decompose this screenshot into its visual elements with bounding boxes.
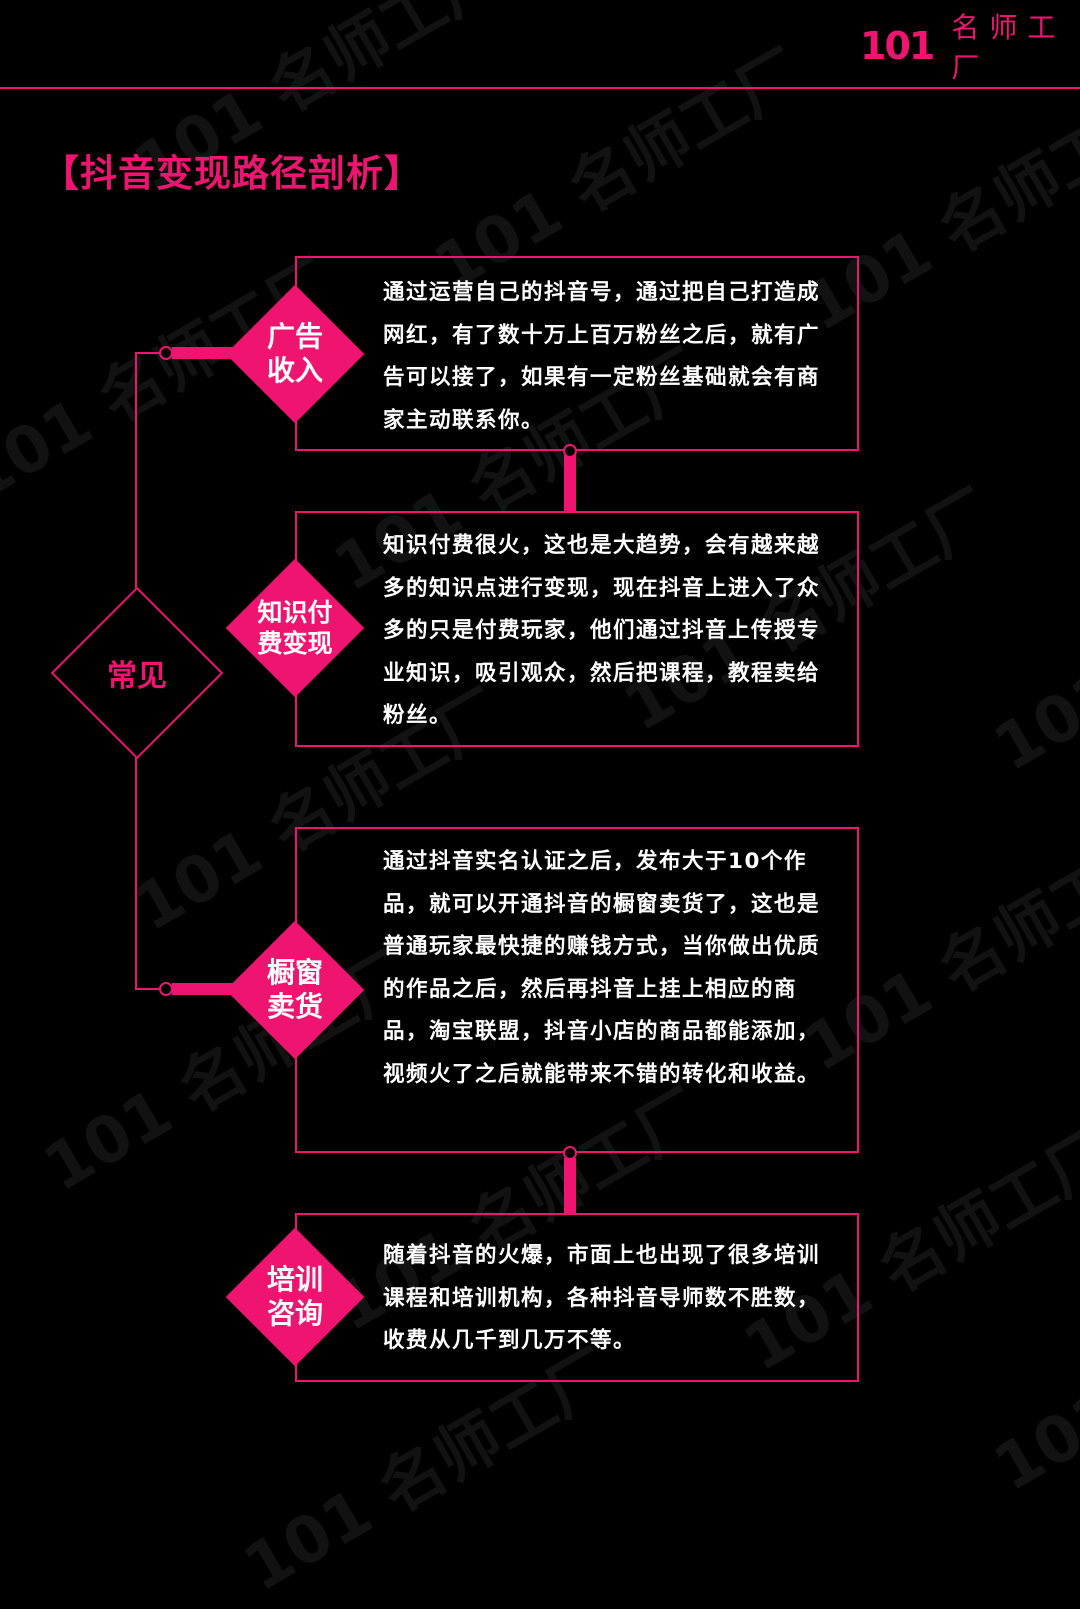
- trunk-line-upper: [135, 353, 137, 589]
- branch-line: [135, 988, 161, 990]
- logo-number: 101: [860, 24, 935, 68]
- path-description: 随着抖音的火爆，市面上也出现了很多培训课程和培训机构，各种抖音导师数不胜数，收费…: [383, 1243, 821, 1353]
- logo-name: 名师工厂: [951, 11, 1066, 84]
- branch-line: [135, 352, 161, 354]
- path-description: 知识付费很火，这也是大趋势，会有越来越多的知识点进行变现，现在抖音上进入了众多的…: [383, 533, 821, 728]
- header-divider: [0, 87, 1080, 89]
- root-node-label: 常见: [107, 659, 167, 694]
- vertical-connector: [564, 1158, 576, 1214]
- brand-logo: 101 名师工厂: [860, 11, 1080, 84]
- vertical-connector: [564, 455, 576, 512]
- path-description: 通过运营自己的抖音号，通过把自己打造成网红，有了数十万上百万粉丝之后，就有广告可…: [383, 280, 821, 433]
- page-title: 【抖音变现路径剖析】: [42, 152, 422, 195]
- path-label-diamond: 广告收入: [225, 284, 365, 424]
- watermark: 101 名师工厂: [982, 516, 1080, 787]
- path-card-training-consulting: 随着抖音的火爆，市面上也出现了很多培训课程和培训机构，各种抖音导师数不胜数，收费…: [295, 1213, 859, 1382]
- path-card-ad-income: 通过运营自己的抖音号，通过把自己打造成网红，有了数十万上百万粉丝之后，就有广告可…: [295, 256, 859, 451]
- path-label: 橱窗卖货: [266, 956, 323, 1023]
- path-card-knowledge-payment: 知识付费很火，这也是大趋势，会有越来越多的知识点进行变现，现在抖音上进入了众多的…: [295, 511, 859, 747]
- connector-node: [159, 982, 173, 996]
- path-card-showcase-sales: 通过抖音实名认证之后，发布大于10个作品，就可以开通抖音的橱窗卖货了，这也是普通…: [295, 827, 859, 1153]
- path-label-diamond: 橱窗卖货: [225, 920, 365, 1060]
- path-label-diamond: 知识付费变现: [225, 558, 365, 698]
- path-label: 知识付费变现: [257, 598, 333, 658]
- trunk-line-lower: [135, 757, 137, 990]
- connector-node: [563, 1146, 577, 1160]
- path-label: 培训咨询: [266, 1263, 323, 1330]
- root-node: 常见: [50, 586, 224, 760]
- path-label: 广告收入: [266, 320, 323, 387]
- connector-node: [563, 444, 577, 458]
- connector-node: [159, 346, 173, 360]
- path-description: 通过抖音实名认证之后，发布大于10个作品，就可以开通抖音的橱窗卖货了，这也是普通…: [383, 849, 821, 1087]
- path-label-diamond: 培训咨询: [225, 1227, 365, 1367]
- watermark: 101 名师工厂: [982, 1236, 1080, 1507]
